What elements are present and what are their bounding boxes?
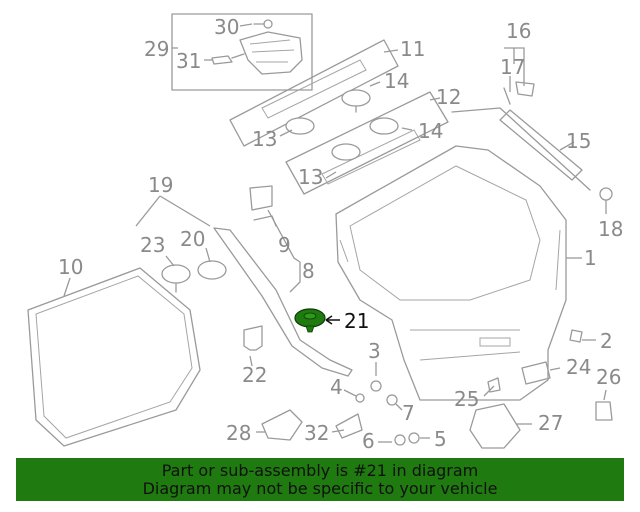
callout-7: 7 <box>402 401 415 425</box>
banner-line-2: Diagram may not be specific to your vehi… <box>142 478 498 498</box>
callout-16: 16 <box>506 19 531 43</box>
callout-14-a: 14 <box>384 69 409 93</box>
callout-30: 30 <box>214 15 239 39</box>
callout-8: 8 <box>302 259 315 283</box>
callout-19: 19 <box>148 173 173 197</box>
callout-12: 12 <box>436 85 461 109</box>
callout-9: 9 <box>278 233 291 257</box>
callout-3: 3 <box>368 339 381 363</box>
callout-26: 26 <box>596 365 621 389</box>
callout-28: 28 <box>226 421 251 445</box>
part-29-bracket-box <box>171 13 313 91</box>
callout-2: 2 <box>600 329 613 353</box>
part-19-harness <box>161 185 353 377</box>
callout-labels: 1 2 3 4 5 6 7 8 9 10 11 12 13 13 14 14 1… <box>58 15 623 453</box>
callout-15: 15 <box>566 129 591 153</box>
callout-13-b: 13 <box>298 165 323 189</box>
callout-22: 22 <box>242 363 267 387</box>
callout-27: 27 <box>538 411 563 435</box>
lower-small-parts <box>261 329 613 449</box>
callout-6: 6 <box>362 429 375 453</box>
callout-29: 29 <box>144 37 169 61</box>
callout-20: 20 <box>180 227 205 251</box>
callout-14-b: 14 <box>418 119 443 143</box>
callout-21[interactable]: 21 <box>344 309 369 333</box>
callout-4: 4 <box>330 375 343 399</box>
callout-11: 11 <box>400 37 425 61</box>
leader-lines <box>63 23 607 443</box>
callout-32: 32 <box>304 421 329 445</box>
callout-13-a: 13 <box>252 127 277 151</box>
callout-10: 10 <box>58 255 83 279</box>
banner-line-1: Part or sub-assembly is #21 in diagram <box>161 460 479 480</box>
callout-18: 18 <box>598 217 623 241</box>
info-banner: Part or sub-assembly is #21 in diagram D… <box>16 458 624 501</box>
part-10-weatherstrip <box>27 267 201 447</box>
part-11-trim-panel <box>229 39 399 147</box>
part-1-liftgate <box>335 145 567 401</box>
callout-5: 5 <box>434 427 447 451</box>
part-22-bumper <box>243 325 263 351</box>
callout-31: 31 <box>176 49 201 73</box>
callout-24: 24 <box>566 355 591 379</box>
callout-1: 1 <box>584 246 597 270</box>
callout-17: 17 <box>500 55 525 79</box>
callout-25: 25 <box>454 387 479 411</box>
callout-23: 23 <box>140 233 165 257</box>
part-12-trim-panel <box>285 91 449 195</box>
part-21-highlighted[interactable] <box>294 308 340 333</box>
